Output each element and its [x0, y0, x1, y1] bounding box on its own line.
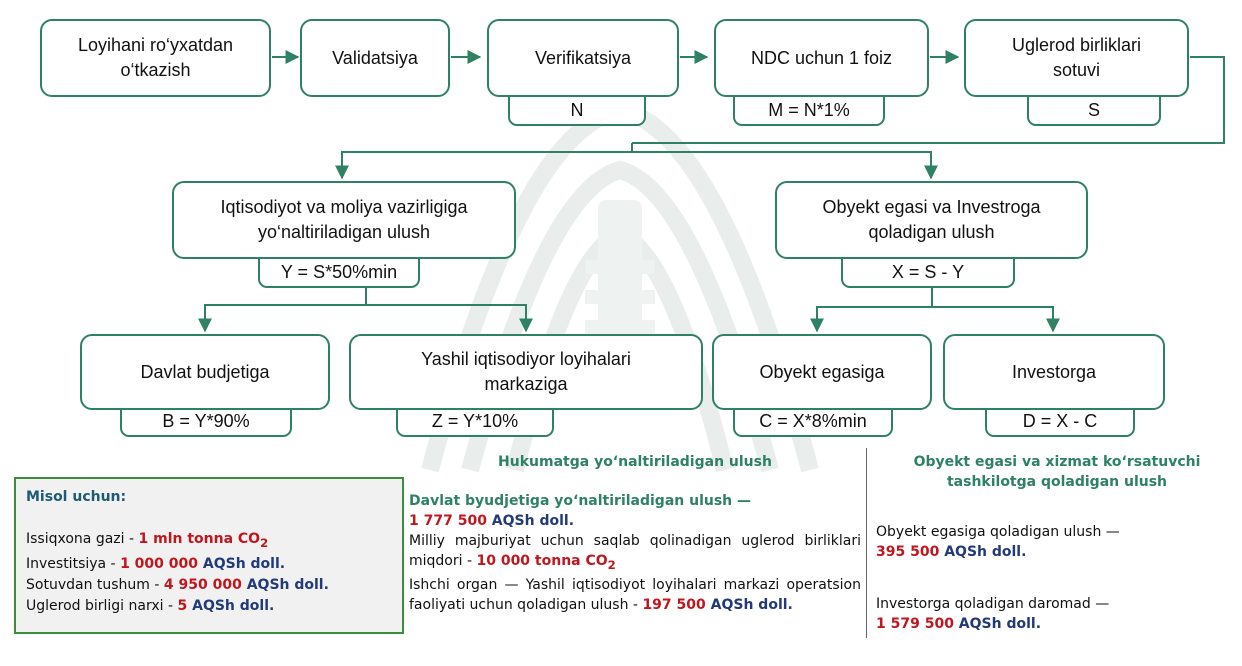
box-investor: Investorga — [943, 334, 1165, 410]
connector-owner-left — [810, 288, 933, 333]
tab-sales-s: S — [1027, 97, 1161, 126]
owner-share-section: Obyekt egasi va xizmat ko‘rsatuvchi tashk… — [876, 452, 1238, 666]
tab-verification-n: N — [508, 97, 646, 126]
tab-owner-x: X = S - Y — [841, 259, 1015, 288]
tab-label: B = Y*90% — [162, 411, 250, 431]
example-label: Uglerod birligi narxi - — [26, 597, 178, 614]
owner-share: Obyekt egasiga qoladigan ulush —395 500 … — [876, 522, 1238, 562]
budget-share-label: Davlat byudjetiga yo‘naltiriladigan ulus… — [409, 493, 752, 509]
box-verification: Verifikatsiya — [487, 19, 679, 97]
example-value: 1 000 000 — [120, 555, 198, 572]
tab-ministry-y: Y = S*50%min — [258, 259, 420, 288]
example-line-gas: Issiqxona gazi - 1 mln tonna CO2 — [26, 529, 392, 554]
tab-label: C = X*8%min — [759, 411, 867, 431]
tab-budget-b: B = Y*90% — [120, 408, 292, 437]
example-label: Sotuvdan tushum - — [26, 576, 164, 593]
tab-owner-c: C = X*8%min — [733, 408, 893, 437]
box-line: Uglerod birliklari — [1011, 35, 1142, 55]
example-panel: Misol uchun: Issiqxona gazi - 1 mln tonn… — [14, 477, 404, 634]
box-line: Obyekt egasiga — [759, 361, 885, 382]
tab-green-center-z: Z = Y*10% — [396, 408, 554, 437]
example-value: 5 — [177, 597, 188, 614]
investor-income-value: 1 579 500 — [876, 616, 954, 632]
connector-split-right — [632, 151, 938, 180]
tab-label: N — [570, 100, 584, 120]
box-state-budget: Davlat budjetiga — [80, 334, 330, 410]
government-budget-share: Davlat byudjetiga yo‘naltiriladigan ulus… — [409, 491, 861, 531]
connector-ministry-right — [366, 304, 533, 333]
tab-label: D = X - C — [1022, 411, 1098, 431]
box-green-economy-center: Yashil iqtisodiyor loyihalari markaziga — [349, 334, 703, 410]
ndc-reserve-subscript: 2 — [607, 557, 616, 572]
box-object-owner: Obyekt egasiga — [712, 334, 932, 410]
government-ndc-reserve: Milliy majburiyat uchun saqlab qolinadig… — [409, 531, 861, 575]
connector-ministry-left — [198, 288, 367, 333]
example-unit: AQSh doll. — [198, 555, 286, 572]
budget-share-unit: AQSh doll. — [486, 513, 575, 529]
example-unit: AQSh doll. — [241, 576, 329, 593]
example-heading: Misol uchun: — [26, 489, 127, 505]
box-owner-investor-share: Obyekt egasi va Investroga qoladigan ulus… — [775, 181, 1088, 259]
tab-label: M = N*1% — [768, 100, 850, 120]
box-line: sotuvi — [1052, 60, 1100, 80]
tab-label: X = S - Y — [891, 262, 965, 282]
box-project-registration: Loyihani ro‘yxatdan o‘tkazish — [40, 19, 271, 97]
example-line-price: Uglerod birligi narxi - 5 AQSh doll. — [26, 596, 392, 617]
green-center-unit: AQSh doll. — [705, 596, 793, 613]
example-label: Investitsiya - — [26, 555, 121, 572]
owner-share-value: 395 500 — [876, 544, 940, 560]
budget-share-value: 1 777 500 — [409, 513, 487, 529]
box-line: Iqtisodiyot va moliya vazirligiga — [220, 197, 468, 217]
investor-income-unit: AQSh doll. — [953, 616, 1042, 632]
box-line: markaziga — [484, 374, 568, 394]
government-green-center-share: Ishchi organ — Yashil iqtisodiyot loyiha… — [409, 575, 861, 615]
ndc-reserve-value: 10 000 tonna CO — [476, 553, 608, 569]
box-line: qoladigan ulush — [868, 222, 995, 242]
connector-owner-right — [932, 306, 1060, 333]
example-subscript: 2 — [260, 535, 269, 550]
box-line: Davlat budjetiga — [140, 361, 270, 382]
government-share-title: Hukumatga yo‘naltiriladigan ulush — [498, 454, 772, 470]
example-line-revenue: Sotuvdan tushum - 4 950 000 AQSh doll. — [26, 575, 392, 596]
example-value: 1 mln tonna CO — [138, 531, 261, 547]
tab-ndc-m: M = N*1% — [733, 97, 885, 126]
box-line: yo‘naltiriladigan ulush — [257, 222, 431, 242]
box-line: Verifikatsiya — [534, 47, 632, 68]
tab-investor-d: D = X - C — [985, 408, 1135, 437]
example-line-investment: Investitsiya - 1 000 000 AQSh doll. — [26, 554, 392, 575]
tab-label: Y = S*50%min — [280, 262, 398, 282]
example-value: 4 950 000 — [163, 576, 242, 593]
investor-income-text: Investorga qoladigan daromad — — [876, 596, 1110, 612]
box-carbon-units-sales: Uglerod birliklari sotuvi — [964, 19, 1189, 97]
box-ministry-share: Iqtisodiyot va moliya vazirligiga yo‘nalt… — [172, 181, 516, 259]
tab-label: Z = Y*10% — [431, 411, 519, 431]
green-center-text: Ishchi organ — Yashil iqtisodiyot loyiha… — [409, 576, 861, 613]
box-line: Obyekt egasi va Investroga — [822, 197, 1041, 217]
connector-split-left — [335, 143, 633, 180]
box-line: o‘tkazish — [120, 60, 191, 80]
box-line: Loyihani ro‘yxatdan — [77, 35, 234, 55]
owner-share-title: Obyekt egasi va xizmat ko‘rsatuvchi tashk… — [876, 452, 1238, 492]
ndc-reserve-text: Milliy majburiyat uchun saqlab qolinadig… — [409, 533, 861, 569]
tab-label: S — [1087, 100, 1100, 120]
owner-share-text: Obyekt egasiga qoladigan ulush — — [876, 524, 1120, 540]
box-validation: Validatsiya — [300, 19, 450, 97]
owner-title-line: Obyekt egasi va xizmat ko‘rsatuvchi — [913, 454, 1201, 470]
box-line: Yashil iqtisodiyor loyihalari — [421, 349, 631, 369]
box-ndc-one-percent: NDC uchun 1 foiz — [714, 19, 929, 97]
owner-share-unit: AQSh doll. — [939, 544, 1027, 560]
box-line: Investorga — [1011, 361, 1097, 382]
government-share-section: Hukumatga yo‘naltiriladigan ulush Davlat… — [409, 452, 861, 615]
green-center-value: 197 500 — [642, 596, 706, 613]
example-label: Issiqxona gazi - — [26, 531, 139, 547]
box-line: Validatsiya — [332, 47, 418, 68]
example-unit: AQSh doll. — [187, 597, 275, 614]
box-line: NDC uchun 1 foiz — [750, 47, 893, 68]
owner-title-line: tashkilotga qoladigan ulush — [946, 474, 1168, 490]
section-divider — [866, 448, 867, 638]
investor-income: Investorga qoladigan daromad —1 579 500 … — [876, 594, 1238, 634]
